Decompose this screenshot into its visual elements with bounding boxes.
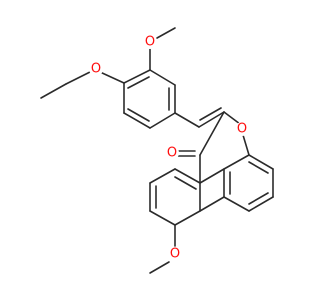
ring-oxygen-label: O	[237, 122, 247, 137]
bond-methine-c2-inner	[199, 107, 222, 121]
bond-c6-c6b	[149, 210, 176, 226]
atom-label-layer: O O O O O	[89, 35, 249, 262]
bond-c9b-c9a	[223, 154, 250, 170]
naphthyl-methoxy-oxygen-label: O	[170, 247, 180, 262]
bond-methine-c2	[198, 111, 225, 128]
bond-c2-c3	[199, 111, 225, 156]
bond-c8-c7	[248, 196, 274, 212]
structure-drawing: O O O O O	[40, 27, 274, 274]
bond-aryl-1-inner	[127, 76, 150, 89]
bond-lower-methoxy-o-ch3	[149, 261, 170, 274]
bond-c3a-c9b	[199, 168, 225, 184]
bond-layer	[40, 27, 274, 274]
bond-c8-c7-inner	[248, 192, 269, 205]
bond-c9a-c9-inner	[248, 161, 269, 174]
bond-aryl-methine	[174, 112, 200, 128]
bond-c3a-c4	[174, 168, 201, 184]
bond-aryl-2	[149, 69, 176, 86]
bond-ring-o-c	[242, 134, 250, 156]
bond-c9a-c9	[248, 154, 274, 170]
carbonyl-oxygen-label: O	[167, 146, 177, 161]
molecule-canvas: O O O O O	[40, 27, 274, 274]
bond-c3a-c4-inner	[174, 176, 197, 190]
bond-aryl-1	[123, 69, 151, 84]
bond-c7-c6a	[223, 196, 250, 212]
bond-ethoxy-o-aryl	[99, 71, 125, 84]
bond-ethyl-c2-o	[65, 70, 93, 85]
ethoxy-oxygen-label: O	[91, 62, 101, 77]
bond-ethyl-c1-c2	[40, 83, 67, 99]
bond-aryl-5-inner	[127, 108, 150, 122]
bond-c6a-c6a2	[199, 196, 225, 212]
benzyl-methoxy-oxygen-label: O	[145, 35, 155, 50]
bond-methoxy-o-ch3	[156, 27, 176, 39]
bond-c2-ring-o	[223, 111, 241, 125]
bond-c4-c5	[149, 168, 176, 184]
bond-aryl-4	[149, 112, 176, 129]
bond-aryl-5	[123, 112, 151, 129]
bond-c6b-c6a	[174, 210, 201, 226]
